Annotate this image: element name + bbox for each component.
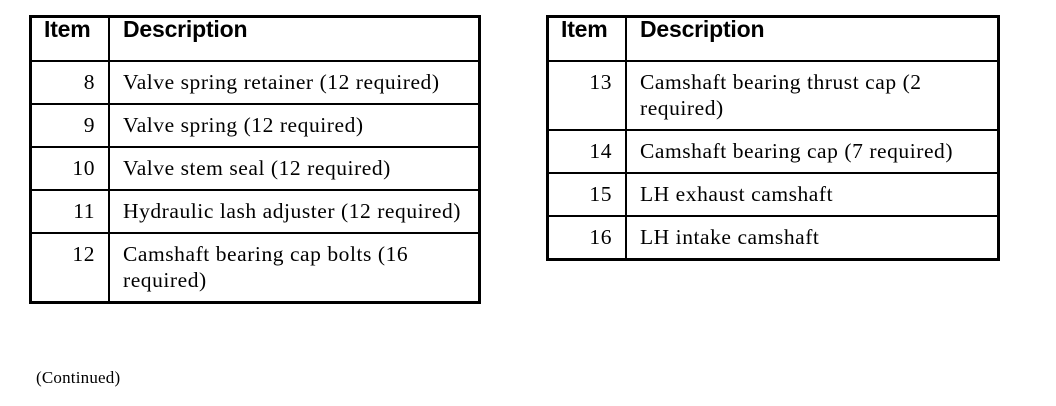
cell-item-description: Valve stem seal (12 required) [108, 146, 480, 191]
cell-item-description: Camshaft bearing cap (7 required) [625, 129, 999, 174]
cell-item-description: LH intake camshaft [625, 215, 999, 260]
column-header-item: Item [547, 16, 627, 62]
cell-item-description: Hydraulic lash adjuster (12 required) [108, 189, 480, 234]
cell-item-description: Valve spring retainer (12 required) [108, 60, 480, 105]
parts-table-left: Item Description 8 Valve spring retainer… [29, 15, 481, 304]
cell-item-description: Valve spring (12 required) [108, 103, 480, 148]
table-row: 16 LH intake camshaft [547, 215, 999, 260]
table-row: 13 Camshaft bearing thrust cap (2 requir… [547, 60, 999, 131]
cell-item-number: 12 [30, 232, 110, 303]
cell-item-description: Camshaft bearing cap bolts (16 required) [108, 232, 480, 303]
table-row: 9 Valve spring (12 required) [30, 103, 480, 148]
parts-table-right: Item Description 13 Camshaft bearing thr… [546, 15, 1000, 261]
table-row: 11 Hydraulic lash adjuster (12 required) [30, 189, 480, 234]
cell-item-number: 9 [30, 103, 110, 148]
cell-item-number: 11 [30, 189, 110, 234]
column-header-item: Item [30, 16, 110, 62]
table-header-row: Item Description [30, 16, 480, 62]
column-header-description: Description [625, 16, 999, 62]
cell-item-description: LH exhaust camshaft [625, 172, 999, 217]
cell-item-number: 16 [547, 215, 627, 260]
cell-item-number: 8 [30, 60, 110, 105]
cell-item-description: Camshaft bearing thrust cap (2 required) [625, 60, 999, 131]
cell-item-number: 13 [547, 60, 627, 131]
table-row: 15 LH exhaust camshaft [547, 172, 999, 217]
table-header-row: Item Description [547, 16, 999, 62]
table-row: 12 Camshaft bearing cap bolts (16 requir… [30, 232, 480, 303]
table-row: 14 Camshaft bearing cap (7 required) [547, 129, 999, 174]
continued-note: (Continued) [36, 368, 121, 387]
cell-item-number: 14 [547, 129, 627, 174]
cell-item-number: 10 [30, 146, 110, 191]
cell-item-number: 15 [547, 172, 627, 217]
column-header-description: Description [108, 16, 480, 62]
table-row: 10 Valve stem seal (12 required) [30, 146, 480, 191]
table-row: 8 Valve spring retainer (12 required) [30, 60, 480, 105]
